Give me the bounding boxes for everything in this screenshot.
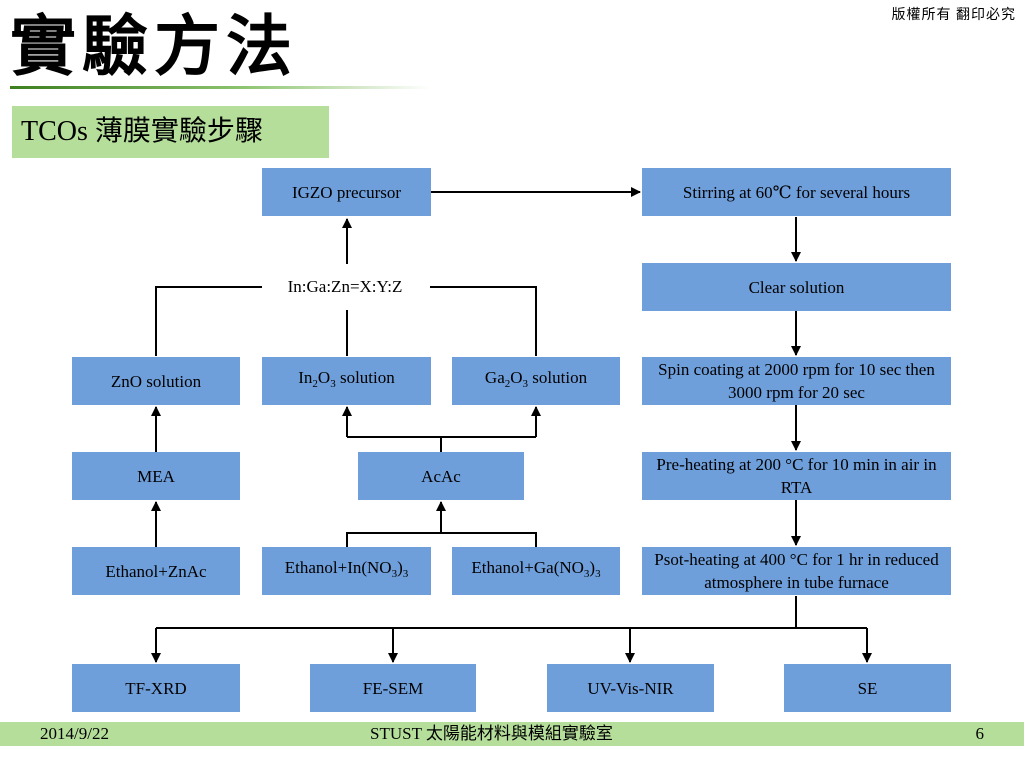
footer-lab-name: STUST 太陽能材料與模組實驗室 <box>370 724 613 743</box>
title-underline <box>10 86 430 89</box>
line-zno-to-ratio <box>155 286 262 356</box>
ethanol-ga-nitrate-box: Ethanol+Ga(NO3)3 <box>452 547 620 595</box>
page-title: 實驗方法 <box>10 11 298 84</box>
copyright-notice: 版權所有 翻印必究 <box>891 8 1016 23</box>
stirring-box: Stirring at 60℃ for several hours <box>642 168 951 216</box>
analysis-uv-vis-nir-box: UV-Vis-NIR <box>547 664 714 712</box>
pre-heating-box: Pre-heating at 200 °C for 10 min in air … <box>642 452 951 500</box>
analysis-tf-xrd-box: TF-XRD <box>72 664 240 712</box>
clear-solution-box: Clear solution <box>642 263 951 311</box>
line-ga2o3-to-ratio <box>430 286 537 356</box>
analysis-fe-sem-box: FE-SEM <box>310 664 476 712</box>
analysis-se-box: SE <box>784 664 951 712</box>
section-subtitle: TCOs 薄膜實驗步驟 <box>12 106 329 158</box>
mixing-ratio-label: In:Ga:Zn=X:Y:Z <box>270 276 420 298</box>
mea-box: MEA <box>72 452 240 500</box>
acac-box: AcAc <box>358 452 524 500</box>
line-ethanol-to-acac <box>346 532 537 547</box>
ethanol-znac-box: Ethanol+ZnAc <box>72 547 240 595</box>
footer-date: 2014/9/22 <box>40 724 109 743</box>
post-heating-box: Psot-heating at 400 °C for 1 hr in reduc… <box>642 547 951 595</box>
ethanol-in-nitrate-box: Ethanol+In(NO3)3 <box>262 547 431 595</box>
zno-solution-box: ZnO solution <box>72 357 240 405</box>
in2o3-solution-box: In2O3 solution <box>262 357 431 405</box>
ga2o3-solution-box: Ga2O3 solution <box>452 357 620 405</box>
footer-page-number: 6 <box>975 724 985 743</box>
spin-coating-box: Spin coating at 2000 rpm for 10 sec then… <box>642 357 951 405</box>
footer-bar: 2014/9/22 STUST 太陽能材料與模組實驗室 6 <box>0 722 1024 746</box>
igzo-precursor-box: IGZO precursor <box>262 168 431 216</box>
